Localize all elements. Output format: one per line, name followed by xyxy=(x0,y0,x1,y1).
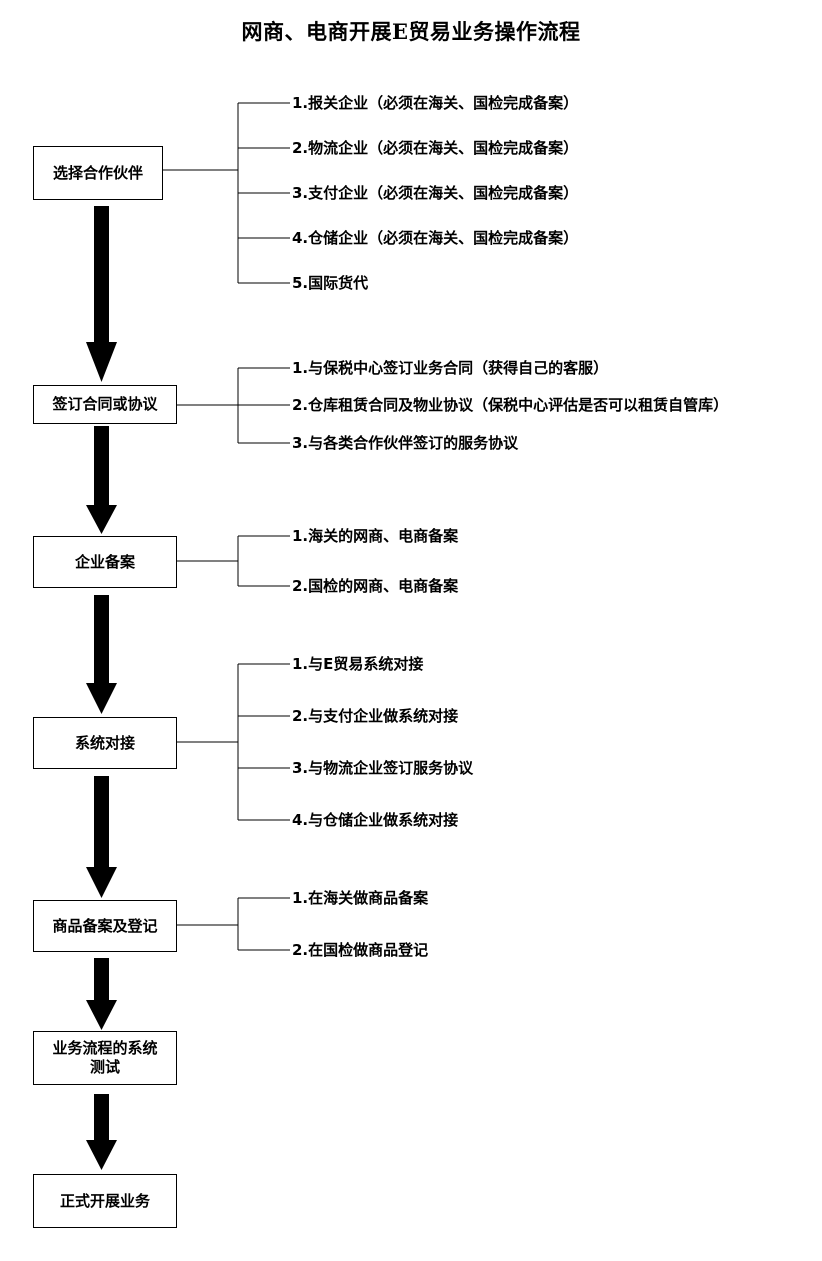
arrow-5-to-6 xyxy=(86,958,117,1030)
step-4-item-1: 1.与E贸易系统对接 xyxy=(292,655,424,673)
step-1-connectors xyxy=(163,102,290,284)
step-label: 正式开展业务 xyxy=(59,1191,150,1210)
step-1-item-2: 2.物流企业（必须在海关、国检完成备案） xyxy=(292,139,579,157)
step-4-item-3: 3.与物流企业签订服务协议 xyxy=(292,759,474,777)
step-box-enterprise-filing: 企业备案 xyxy=(33,536,177,588)
step-4-connectors xyxy=(177,663,290,821)
down-arrows xyxy=(86,206,117,1170)
step-box-system-testing: 业务流程的系统测试 xyxy=(33,1031,177,1085)
step-2-connectors xyxy=(177,367,290,444)
step-label: 企业备案 xyxy=(74,552,135,571)
step-5-item-2: 2.在国检做商品登记 xyxy=(292,941,429,959)
step-3-item-2: 2.国检的网商、电商备案 xyxy=(292,577,459,595)
step-5-item-1: 1.在海关做商品备案 xyxy=(292,889,429,907)
step-2-item-2: 2.仓库租赁合同及物业协议（保税中心评估是否可以租赁自管库） xyxy=(292,396,729,414)
step-3-connectors xyxy=(177,535,290,587)
step-label: 商品备案及登记 xyxy=(52,916,158,935)
step-label: 业务流程的系统测试 xyxy=(52,1039,158,1076)
step-box-start-business: 正式开展业务 xyxy=(33,1174,177,1228)
arrow-6-to-7 xyxy=(86,1094,117,1170)
step-2-item-1: 1.与保税中心签订业务合同（获得自己的客服） xyxy=(292,359,609,377)
diagram-title: 网商、电商开展E贸易业务操作流程 xyxy=(241,19,581,44)
arrow-2-to-3 xyxy=(86,426,117,534)
step-1-item-3: 3.支付企业（必须在海关、国检完成备案） xyxy=(292,184,579,202)
step-label: 选择合作伙伴 xyxy=(52,163,143,182)
step-4-item-4: 4.与仓储企业做系统对接 xyxy=(292,811,459,829)
step-1-item-4: 4.仓储企业（必须在海关、国检完成备案） xyxy=(292,229,579,247)
step-box-sign-contracts: 签订合同或协议 xyxy=(33,385,177,424)
step-label: 系统对接 xyxy=(74,733,135,752)
step-box-select-partners: 选择合作伙伴 xyxy=(33,146,163,200)
step-3-item-1: 1.海关的网商、电商备案 xyxy=(292,527,459,545)
step-label: 签订合同或协议 xyxy=(52,395,158,413)
step-box-system-integration: 系统对接 xyxy=(33,717,177,769)
step-2-item-3: 3.与各类合作伙伴签订的服务协议 xyxy=(292,434,519,452)
arrow-3-to-4 xyxy=(86,595,117,714)
step-1-item-5: 5.国际货代 xyxy=(292,274,369,292)
step-1-item-1: 1.报关企业（必须在海关、国检完成备案） xyxy=(292,94,579,112)
arrow-4-to-5 xyxy=(86,776,117,898)
step-4-item-2: 2.与支付企业做系统对接 xyxy=(292,707,459,725)
step-5-connectors xyxy=(177,897,290,951)
arrow-1-to-2 xyxy=(86,206,117,382)
step-box-product-filing: 商品备案及登记 xyxy=(33,900,177,952)
